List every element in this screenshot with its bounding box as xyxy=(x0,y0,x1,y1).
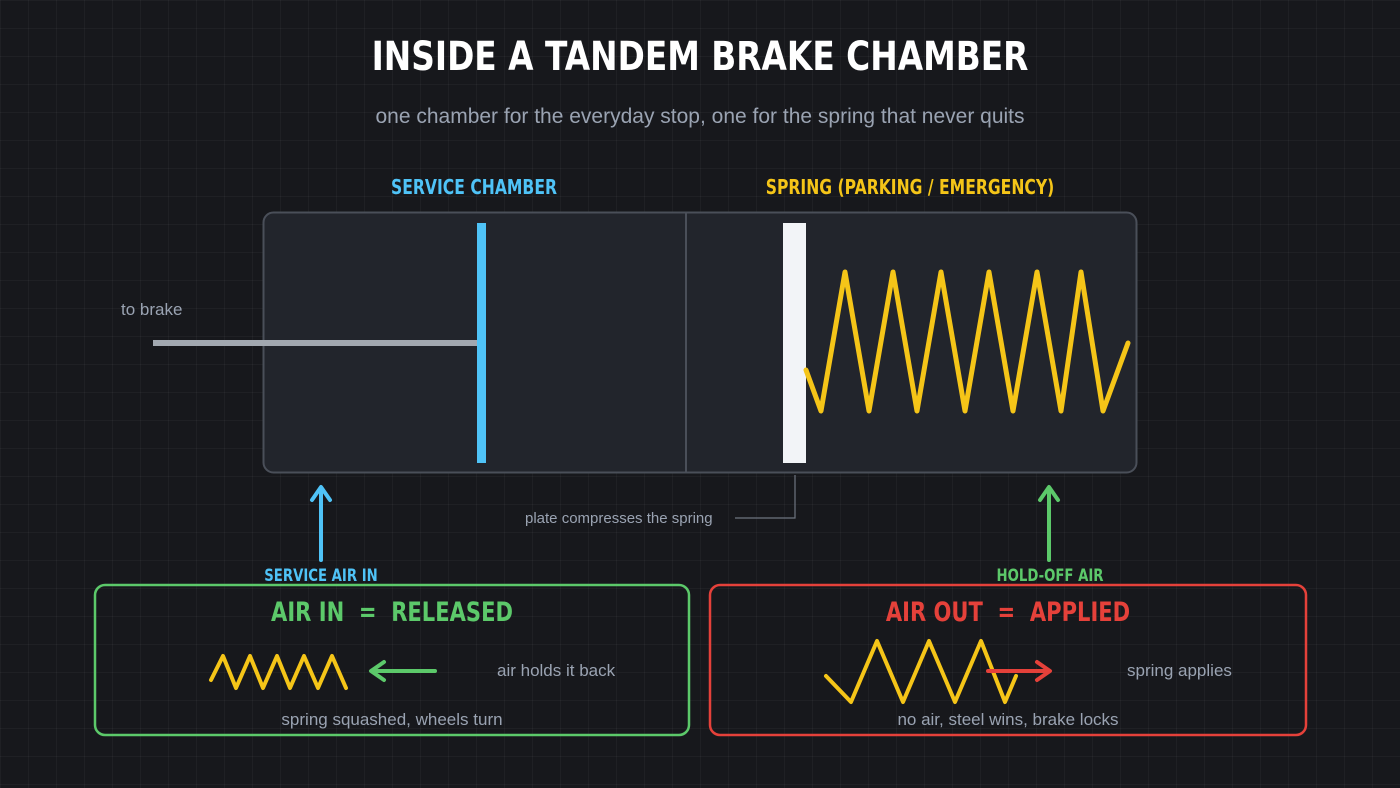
compressed-spring-icon xyxy=(209,654,348,690)
holdoff-air-arrow-icon xyxy=(1038,485,1060,562)
plate-callout-leader xyxy=(735,475,796,519)
page-subtitle: one chamber for the everyday stop, one f… xyxy=(375,105,1025,128)
applied-caption: no air, steel wins, brake locks xyxy=(897,710,1119,729)
released-title-right: RELEASED xyxy=(391,597,513,628)
spring-chamber-label: SPRING (PARKING / EMERGENCY) xyxy=(765,175,1055,199)
extended-spring-icon xyxy=(824,639,1018,704)
applied-title-eq: = xyxy=(997,597,1016,628)
released-panel-title: AIR IN = RELEASED xyxy=(236,597,548,628)
arrow-left-icon xyxy=(369,660,437,682)
applied-panel xyxy=(708,583,1308,737)
page-title: INSIDE A TANDEM BRAKE CHAMBER xyxy=(371,34,1029,80)
arrow-right-icon xyxy=(986,660,1052,682)
service-air-label: SERVICE AIR IN xyxy=(264,566,378,586)
service-diaphragm xyxy=(477,223,486,463)
applied-title-right: APPLIED xyxy=(1029,597,1131,628)
plate-callout-text: plate compresses the spring xyxy=(525,510,713,527)
main-spring xyxy=(803,269,1131,414)
spring-plate xyxy=(783,223,806,463)
applied-arrow-note: spring applies xyxy=(1127,661,1232,680)
released-title-left: AIR IN xyxy=(271,597,345,628)
released-arrow-note: air holds it back xyxy=(497,661,616,680)
pushrod-label: to brake xyxy=(121,300,183,319)
applied-panel-title: AIR OUT = APPLIED xyxy=(852,597,1164,628)
holdoff-air-label: HOLD-OFF AIR xyxy=(996,566,1104,586)
released-panel xyxy=(93,583,691,737)
released-title-eq: = xyxy=(358,597,377,628)
applied-title-left: AIR OUT xyxy=(885,597,983,628)
service-air-arrow-icon xyxy=(310,485,332,562)
released-caption: spring squashed, wheels turn xyxy=(281,710,503,729)
service-chamber-label: SERVICE CHAMBER xyxy=(391,175,557,199)
